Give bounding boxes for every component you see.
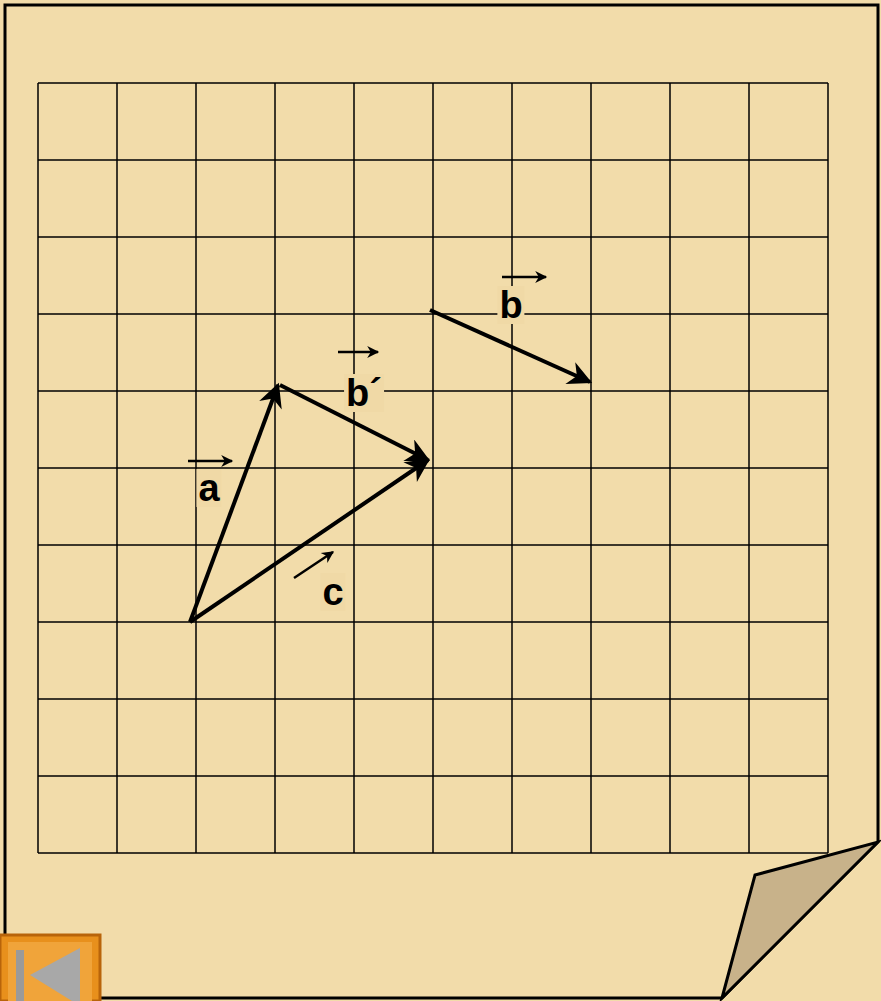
back-button (0, 935, 100, 1001)
grid (38, 83, 828, 853)
vector-a (190, 385, 278, 622)
vector-sign (188, 460, 232, 463)
vector-label: b´ (344, 374, 384, 412)
vector-label: b (497, 286, 524, 324)
paper-sheet (5, 5, 878, 998)
vectors (190, 310, 590, 622)
page-curl (722, 842, 878, 998)
vector-c (190, 460, 428, 622)
vector-label: a (196, 469, 221, 507)
vector-sign (338, 351, 378, 354)
vector-signs (188, 277, 546, 578)
vector-sign (502, 276, 546, 279)
vector-label: c (320, 573, 345, 611)
